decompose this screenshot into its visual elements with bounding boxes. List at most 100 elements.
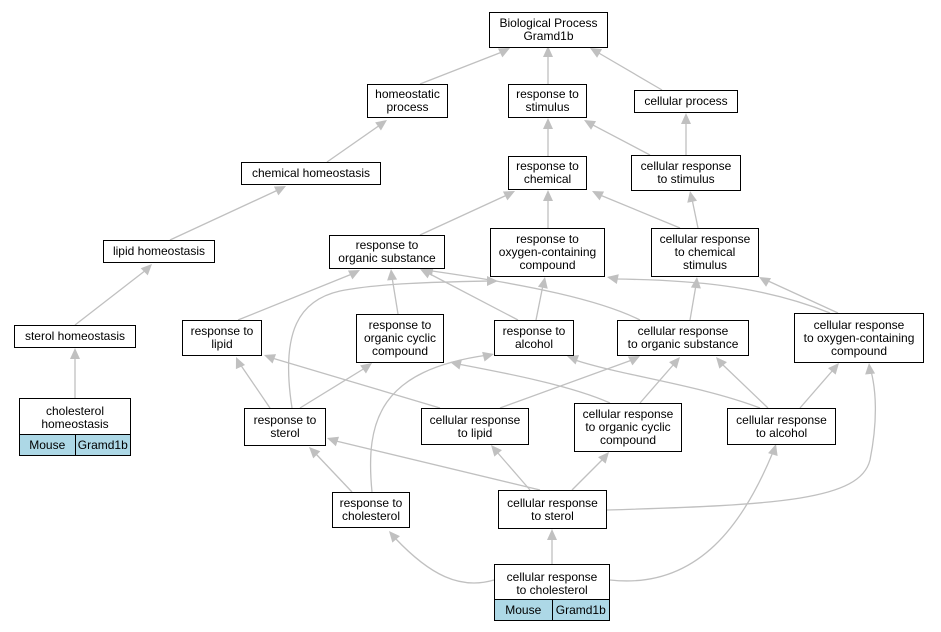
edge-crocyc-to-rocyc: [457, 363, 611, 404]
node-response-to-oxygen-containing-compound[interactable]: response to oxygen-containing compound: [490, 228, 605, 277]
edge-crchol-to-rchol: [394, 537, 495, 584]
arrowhead-crchol-to-cralc: [768, 444, 778, 456]
node-cellular-response-to-alcohol[interactable]: cellular response to alcohol: [727, 408, 836, 445]
node-biological-process[interactable]: Biological Process Gramd1b: [489, 12, 608, 48]
node-cellular-response-to-oxygen-containing-compound[interactable]: cellular response to oxygen-containing c…: [794, 313, 924, 363]
edge-crsterol-to-crlipid: [496, 451, 531, 491]
edge-rsterol-to-roxy: [288, 280, 491, 409]
arrowhead-crlipid-to-rlipid: [264, 354, 277, 364]
edge-cralc-to-crorg: [721, 363, 769, 409]
arrowhead-rchem-to-rstim: [543, 118, 553, 129]
node-cholesterol-homeostasis[interactable]: cholesterol homeostasis Mouse Gramd1b: [19, 398, 131, 456]
node-response-to-sterol[interactable]: response to sterol: [244, 408, 326, 446]
arrowhead-crsterol-to-rsterol: [327, 436, 340, 447]
edge-ralc-to-rorg: [427, 272, 519, 321]
arrowhead-rsterol-to-rocyc: [360, 363, 372, 374]
tag-species[interactable]: Mouse: [20, 435, 75, 455]
arrowhead-cralc-to-ralc: [567, 355, 580, 365]
node-homeostatic-process[interactable]: homeostatic process: [367, 84, 448, 118]
edge-crchol-to-cralc: [609, 451, 774, 582]
edge-crlipid-to-rlipid: [271, 357, 441, 409]
edge-crorg-to-crchem: [689, 284, 697, 321]
arrowhead-ralc-to-roxy: [537, 277, 548, 289]
edge-rocyc-to-rorg: [391, 276, 399, 315]
arrowhead-crlipid-to-crorg: [627, 356, 640, 366]
tag-gene[interactable]: Gramd1b: [74, 435, 130, 455]
edge-crocyc-to-crorg: [639, 363, 675, 404]
node-response-to-cholesterol[interactable]: response to cholesterol: [332, 492, 410, 528]
edge-crsterol-to-croxy: [606, 370, 877, 511]
edge-rchol-to-ralc: [369, 354, 489, 493]
edge-crsterol-to-crocyc: [571, 458, 604, 491]
node-chemical-homeostasis[interactable]: chemical homeostasis: [241, 162, 381, 185]
edge-homeostatic-to-bp: [419, 51, 503, 85]
arrowhead-rchol-to-rsterol: [309, 447, 321, 459]
edge-croxy-to-roxy: [614, 278, 831, 314]
edge-cralc-to-ralc: [574, 359, 761, 409]
tag-species[interactable]: Mouse: [495, 600, 552, 620]
arrowhead-croxy-to-roxy: [607, 274, 619, 285]
arrowhead-crchol-to-crsterol: [547, 529, 557, 540]
node-cellular-response-to-stimulus[interactable]: cellular response to stimulus: [631, 155, 741, 191]
node-cellular-response-to-cholesterol[interactable]: cellular response to cholesterol Mouse G…: [494, 564, 610, 621]
arrowhead-cralc-to-crorg: [716, 357, 727, 369]
edge-rsterol-to-rocyc: [299, 367, 366, 409]
node-cellular-response-to-chemical-stimulus[interactable]: cellular response to chemical stimulus: [651, 228, 759, 277]
arrowhead-lipidhomeo-to-chemhomeo: [273, 186, 286, 196]
node-cellular-process[interactable]: cellular process: [634, 90, 738, 113]
arrowhead-chemhomeo-to-homeostatic: [375, 120, 387, 131]
arrowhead-crchem-to-rchem: [592, 191, 605, 201]
arrowhead-cralc-to-croxy: [828, 363, 839, 375]
arrowhead-crsterol-to-crocyc: [598, 452, 609, 464]
arrowhead-rorg-to-rchem: [502, 191, 515, 201]
arrowhead-roxy-to-rchem: [543, 190, 553, 201]
node-label: cholesterol homeostasis: [41, 404, 109, 431]
annotation-tags: Mouse Gramd1b: [495, 599, 609, 620]
edge-chemhomeo-to-homeostatic: [326, 124, 381, 163]
node-cellular-response-to-organic-cyclic-compound[interactable]: cellular response to organic cyclic comp…: [574, 403, 682, 452]
edge-crchem-to-rchem: [599, 194, 681, 229]
edge-croxy-to-crchem: [765, 279, 839, 314]
node-response-to-alcohol[interactable]: response to alcohol: [494, 320, 574, 356]
edge-rorg-to-rchem: [419, 194, 508, 236]
node-sterol-homeostasis[interactable]: sterol homeostasis: [14, 325, 136, 348]
arrowhead-sterolhomeo-to-lipidhomeo: [140, 264, 152, 276]
arrowhead-crsterol-to-croxy: [865, 363, 876, 375]
edge-cralc-to-croxy: [799, 369, 834, 409]
node-response-to-lipid[interactable]: response to lipid: [182, 320, 262, 356]
arrowhead-rsterol-to-rlipid: [235, 357, 246, 370]
arrowhead-rchol-to-ralc: [482, 351, 494, 362]
node-response-to-chemical[interactable]: response to chemical: [508, 156, 587, 190]
arrowhead-rstim-to-bp: [543, 46, 553, 57]
edge-lipidhomeo-to-chemhomeo: [169, 189, 279, 241]
annotation-tags: Mouse Gramd1b: [20, 434, 130, 455]
tag-gene[interactable]: Gramd1b: [551, 600, 609, 620]
edge-cellproc-to-bp: [596, 51, 663, 91]
node-cellular-response-to-sterol[interactable]: cellular response to sterol: [498, 490, 607, 529]
node-label: cellular response to cholesterol: [506, 569, 598, 597]
arrowhead-rocyc-to-rorg: [387, 269, 398, 281]
node-response-to-stimulus[interactable]: response to stimulus: [508, 84, 587, 118]
arrowhead-croxy-to-crchem: [759, 277, 772, 287]
arrowhead-crstim-to-cellproc: [681, 113, 691, 124]
arrowhead-crchol-to-rchol: [389, 531, 400, 543]
edge-rsterol-to-rlipid: [239, 363, 271, 409]
arrowhead-crchem-to-crstim: [687, 191, 698, 203]
node-lipid-homeostasis[interactable]: lipid homeostasis: [103, 240, 215, 263]
node-cellular-response-to-organic-substance[interactable]: cellular response to organic substance: [617, 320, 749, 356]
arrowhead-cholhomeo-to-sterolhomeo: [70, 348, 80, 359]
arrowhead-cellproc-to-bp: [590, 48, 603, 58]
edge-rchol-to-rsterol: [315, 453, 353, 493]
node-cellular-response-to-lipid[interactable]: cellular response to lipid: [421, 408, 529, 445]
arrowhead-homeostatic-to-bp: [497, 48, 510, 58]
arrowhead-crsterol-to-crlipid: [491, 445, 502, 457]
edge-crchem-to-crstim: [691, 198, 699, 229]
arrowhead-crstim-to-rstim: [584, 120, 597, 130]
node-response-to-organic-cyclic-compound[interactable]: response to organic cyclic compound: [356, 314, 444, 363]
edge-sterolhomeo-to-lipidhomeo: [74, 269, 147, 326]
edge-crsterol-to-rsterol: [335, 440, 541, 491]
node-response-to-organic-substance[interactable]: response to organic substance: [329, 235, 445, 269]
edge-rlipid-to-rorg: [237, 273, 353, 321]
arrowhead-crocyc-to-crorg: [669, 357, 680, 369]
edge-crstim-to-rstim: [590, 123, 651, 156]
